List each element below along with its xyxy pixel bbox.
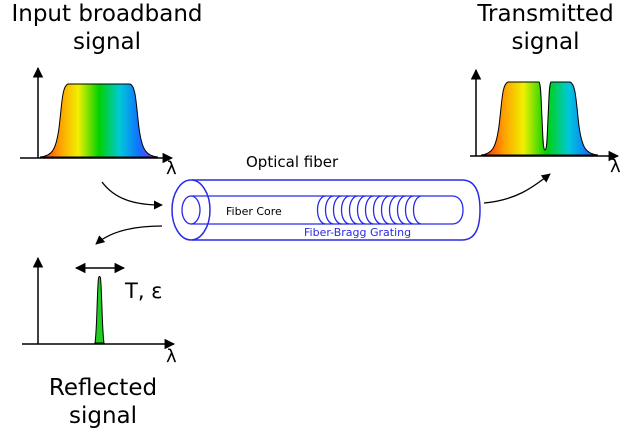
- input-signal-title-line2: signal: [72, 29, 142, 55]
- reflected-signal-title-line2: signal: [68, 403, 138, 429]
- reflected-signal-title: Reflected signal: [18, 374, 188, 430]
- reflected-signal-title-line1: Reflected: [48, 375, 158, 401]
- input-signal-title-line1: Input broadband: [11, 1, 203, 27]
- fiber-core-face: [181, 195, 201, 225]
- transmitted-lambda-label: λ: [610, 156, 621, 177]
- shift-label: T, ε: [124, 279, 163, 303]
- input-spectrum-curve: [39, 83, 159, 158]
- fiber-core-label: Fiber Core: [226, 205, 282, 218]
- reflected-lambda-label: λ: [166, 346, 177, 367]
- grating-label: Fiber-Bragg Grating: [304, 226, 411, 239]
- reflected-flow-arrow-icon: [95, 225, 163, 245]
- reflected-spectrum-plot: T, ε λ: [22, 256, 177, 367]
- fiber-cladding: [192, 179, 481, 241]
- transmitted-signal-title-line1: Transmitted: [477, 1, 614, 27]
- transmitted-signal-title-line2: signal: [511, 29, 580, 55]
- input-signal-title: Input broadband signal: [0, 0, 214, 56]
- input-flow-arrow-icon: [101, 181, 163, 210]
- transmitted-spectrum-plot: λ: [470, 68, 621, 177]
- input-spectrum-plot: λ: [20, 66, 177, 179]
- input-lambda-label: λ: [166, 158, 177, 179]
- bragg-grating-rings: [316, 195, 422, 225]
- transmitted-spectrum-curve: [480, 81, 599, 156]
- transmitted-signal-title: Transmitted signal: [458, 0, 633, 56]
- transmitted-flow-arrow-icon: [483, 173, 551, 204]
- fiber-core: [191, 195, 464, 225]
- reflected-peak: [94, 276, 105, 344]
- optical-fiber-label: Optical fiber: [246, 153, 339, 171]
- fiber-cylinder-icon: [171, 179, 481, 241]
